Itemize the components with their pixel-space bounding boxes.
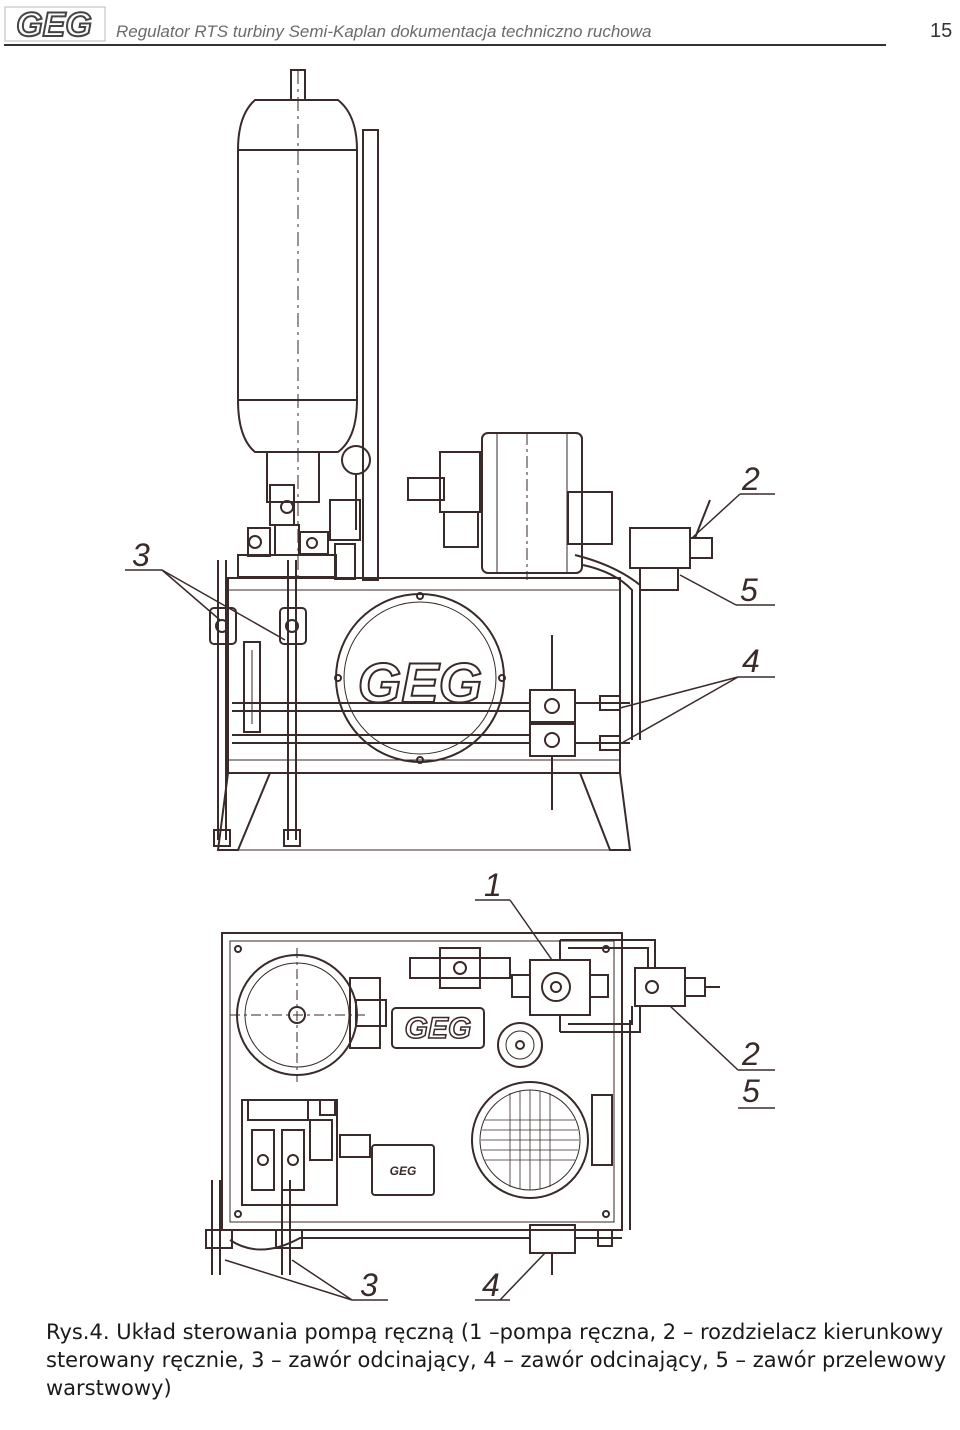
callout-4-top: 4 — [482, 1267, 500, 1303]
accumulator — [237, 69, 379, 581]
geg-logo: GEG — [4, 6, 106, 42]
top-view: GEG — [205, 932, 720, 1275]
caption-line-3: warstwowy) — [46, 1376, 172, 1400]
callouts-top: 1 2 5 3 4 — [224, 867, 775, 1303]
oil-tank: GEG — [216, 577, 632, 851]
pressure-gauge — [341, 445, 371, 475]
caption-line-2: sterowany ręcznie, 3 – zawór odcinający,… — [46, 1348, 947, 1372]
top-logo: GEG — [405, 1012, 472, 1045]
callout-4-front: 4 — [742, 643, 760, 679]
strainer — [471, 1081, 589, 1199]
tank-logo: GEG — [358, 651, 482, 714]
technical-drawing: GEG — [125, 69, 775, 1303]
page-number: 15 — [930, 20, 953, 42]
shutoff-valves-4 — [232, 635, 630, 810]
callout-1-top: 1 — [484, 867, 502, 903]
callout-3-top: 3 — [360, 1267, 378, 1303]
directional-valve-top — [634, 967, 720, 1007]
callout-2-top: 2 — [741, 1036, 760, 1072]
motor — [407, 432, 613, 580]
small-logo: GEG — [390, 1164, 417, 1178]
header-rule — [4, 44, 886, 46]
valve-block — [237, 484, 361, 580]
figure-caption: Rys.4. Układ sterowania pompą ręczną (1 … — [46, 1318, 946, 1402]
front-view: GEG — [209, 69, 713, 851]
callout-3-front: 3 — [132, 537, 150, 573]
caption-line-1: Rys.4. Układ sterowania pompą ręczną (1 … — [46, 1320, 944, 1344]
callout-5-front: 5 — [740, 572, 758, 608]
callout-5-top: 5 — [742, 1073, 760, 1109]
header-title: Regulator RTS turbiny Semi-Kaplan dokume… — [116, 22, 652, 41]
shutoff-valves-3 — [209, 560, 307, 847]
page-header: GEG Regulator RTS turbiny Semi-Kaplan do… — [0, 0, 960, 60]
directional-valve-2 — [574, 499, 713, 740]
hand-pump-1 — [511, 940, 609, 1032]
callouts-front: 2 5 3 4 — [125, 461, 775, 745]
valve-manifold-top — [241, 1099, 371, 1206]
callout-2-front: 2 — [741, 461, 760, 497]
geg-logo-text: GEG — [16, 6, 92, 42]
